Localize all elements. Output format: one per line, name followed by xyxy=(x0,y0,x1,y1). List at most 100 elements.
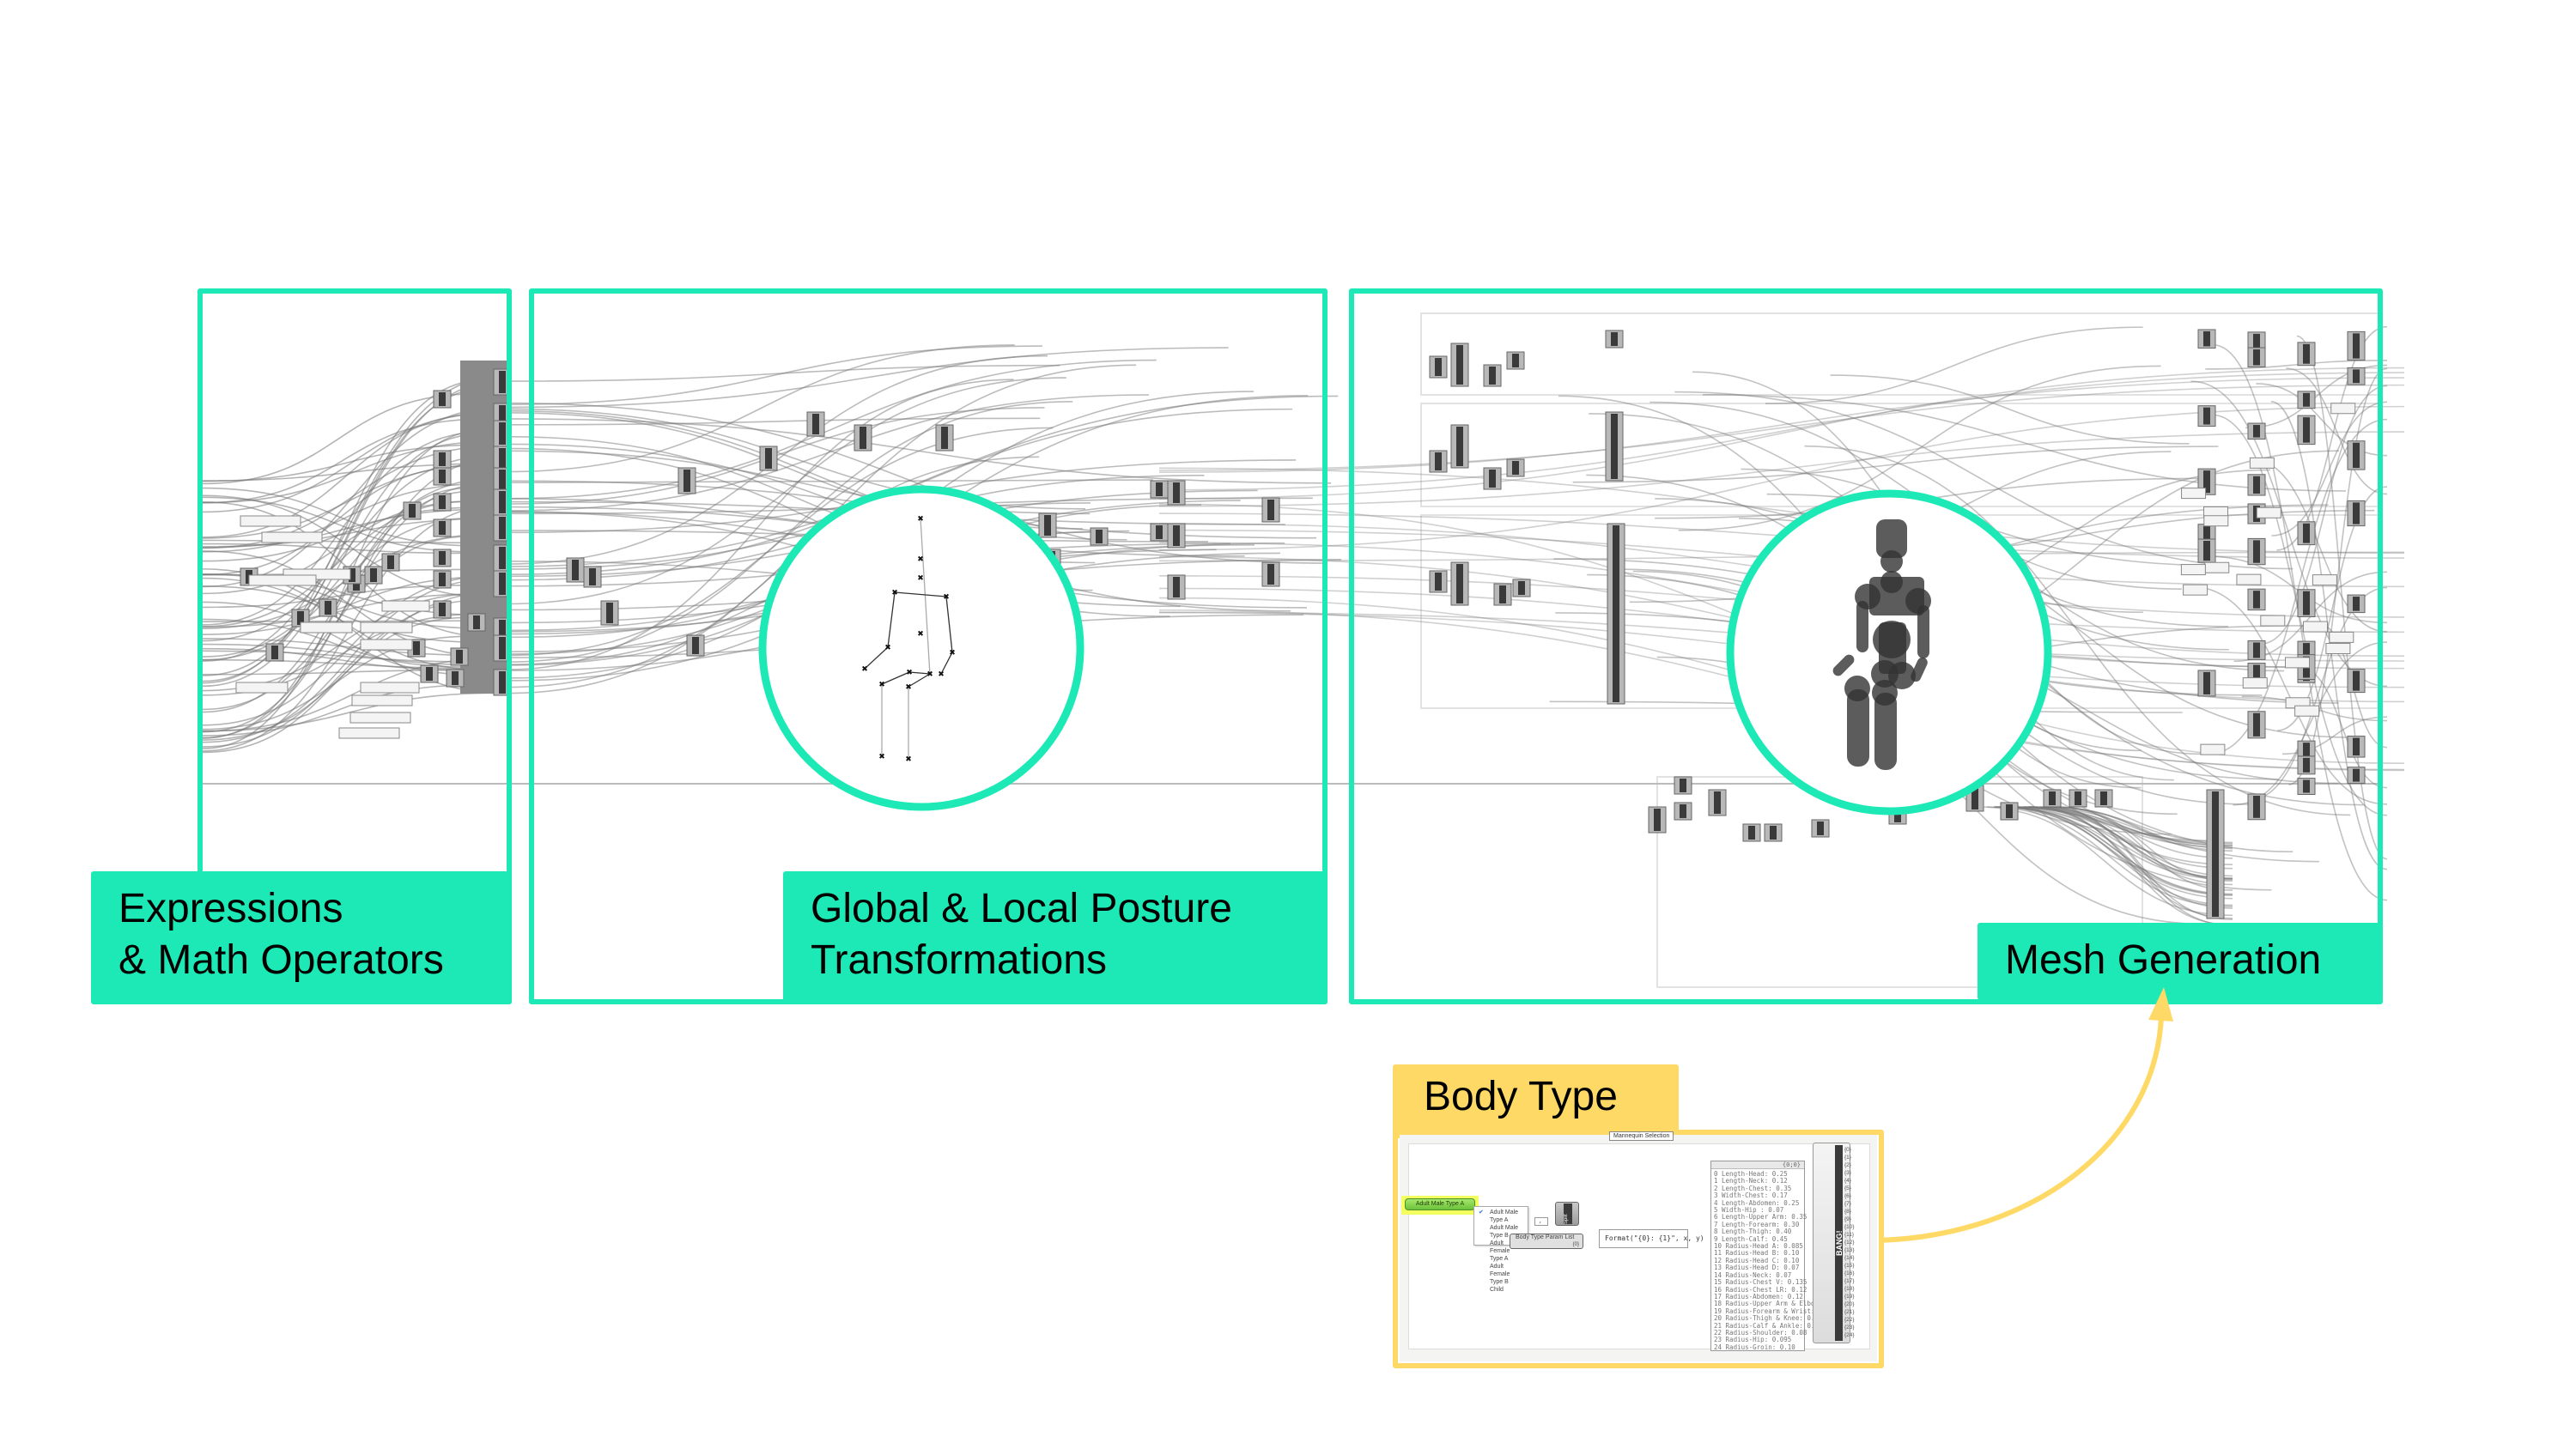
component-node-core xyxy=(2203,541,2210,561)
wire xyxy=(506,417,1041,426)
bone xyxy=(908,673,931,688)
panel-line: 2 Length-Chest: 0.35 xyxy=(1714,1184,1792,1192)
component-node-core xyxy=(692,637,699,654)
component-node-core xyxy=(683,470,690,492)
bang-output[interactable]: {23} xyxy=(1844,1325,1855,1331)
wire xyxy=(2210,418,2388,755)
mannequin-part xyxy=(1880,550,1903,573)
joint-marker-icon: ✖ xyxy=(949,648,956,657)
bang-output[interactable]: {14} xyxy=(1844,1255,1855,1261)
number-slider xyxy=(338,727,400,739)
wire xyxy=(2001,806,2233,896)
bang-component[interactable]: BANG! {0}{1}{2}{3}{4}{5}{6}{7}{8}{9}{10}… xyxy=(1813,1143,1855,1343)
panel-line: 23 Radius-Hip: 0.095 xyxy=(1714,1336,1792,1344)
bang-output[interactable]: {3} xyxy=(1844,1170,1851,1176)
bang-output[interactable]: {5} xyxy=(1844,1185,1851,1191)
bang-output[interactable]: {22} xyxy=(1844,1317,1855,1323)
value-list-option[interactable]: Adult Female Type B xyxy=(1490,1264,1510,1285)
component-node-core xyxy=(2353,333,2360,359)
wire xyxy=(2029,806,2233,886)
component-node-core xyxy=(456,650,463,664)
panel-line: 0 Length-Head: 0.25 xyxy=(1714,1170,1788,1178)
bone xyxy=(881,671,910,685)
wire xyxy=(202,650,495,664)
bang-output[interactable]: {12} xyxy=(1844,1240,1855,1246)
number-slider xyxy=(351,694,413,706)
panel-line: 24 Radius-Groin: 0.10 xyxy=(1714,1343,1795,1351)
bang-output[interactable]: {16} xyxy=(1844,1270,1855,1276)
skeleton-preview: ✖✖✖✖✖✖✖✖✖✖✖✖✖✖✖✖ xyxy=(758,485,1084,811)
posture-label-line1: Global & Local Posture xyxy=(811,886,1232,931)
joint-marker-icon: ✖ xyxy=(878,752,885,761)
wire xyxy=(202,440,507,504)
value-list-option[interactable]: Adult Male Type B xyxy=(1490,1225,1519,1239)
number-slider xyxy=(360,621,413,634)
wire xyxy=(1993,806,2233,896)
param-list-component[interactable]: Body Type Param List {0} xyxy=(1510,1234,1583,1249)
value-list-option[interactable]: Adult Female Type A xyxy=(1490,1240,1510,1262)
component-node-core xyxy=(2353,442,2360,469)
wire xyxy=(1804,445,2351,816)
wire xyxy=(2213,343,2388,901)
split-component[interactable]: Split xyxy=(1555,1202,1579,1226)
component-node-core xyxy=(2253,540,2260,563)
bang-output[interactable]: {17} xyxy=(1844,1278,1855,1284)
panel-line: 14 Radius-Neck: 0.07 xyxy=(1714,1270,1792,1279)
wire xyxy=(2011,806,2233,870)
bang-output[interactable]: {7} xyxy=(1844,1201,1851,1207)
body-type-value-list[interactable]: Adult Male Type A xyxy=(1405,1198,1475,1210)
component-node-core xyxy=(2353,369,2360,384)
bang-output[interactable]: {11} xyxy=(1844,1232,1855,1238)
wire xyxy=(1678,365,2161,531)
check-icon: ✔ xyxy=(1479,1210,1484,1216)
bang-output[interactable]: {21} xyxy=(1844,1309,1855,1315)
bang-output[interactable]: {0} xyxy=(1844,1147,1851,1153)
bang-output[interactable]: {15} xyxy=(1844,1263,1855,1269)
mannequin-part xyxy=(1876,519,1907,558)
value-list-selected: Adult Male Type A xyxy=(1415,1201,1465,1207)
bang-output[interactable]: {2} xyxy=(1844,1162,1851,1168)
wire xyxy=(202,433,483,688)
panel-line: 17 Radius-Abdomen: 0.12 xyxy=(1714,1292,1803,1300)
component-node-core xyxy=(1435,358,1442,376)
wire xyxy=(2046,806,2233,926)
joint-marker-icon: ✖ xyxy=(906,668,913,676)
bang-output[interactable]: {6} xyxy=(1844,1193,1851,1199)
wire xyxy=(2028,806,2233,859)
number-slider xyxy=(2236,573,2262,585)
separator-input[interactable]: , xyxy=(1534,1217,1548,1226)
value-list-menu[interactable]: ✔Adult Male Type A Adult Male Type B Adu… xyxy=(1473,1206,1528,1293)
wire xyxy=(1158,367,2405,500)
bang-output[interactable]: {18} xyxy=(1844,1286,1855,1292)
value-list-option[interactable]: Child xyxy=(1490,1287,1504,1293)
component-node-core xyxy=(2253,712,2260,737)
component-node-core xyxy=(1489,367,1496,385)
component-node-core xyxy=(2075,791,2081,805)
bang-output[interactable]: {9} xyxy=(1844,1216,1851,1222)
body-type-label: Body Type xyxy=(1393,1064,1679,1138)
bang-output[interactable]: {20} xyxy=(1844,1301,1855,1307)
bang-output[interactable]: {1} xyxy=(1844,1155,1851,1161)
bang-output[interactable]: {24} xyxy=(1844,1332,1855,1338)
bang-output[interactable]: {4} xyxy=(1844,1178,1851,1184)
component-node-core xyxy=(2353,670,2360,691)
value-list-option[interactable]: ✔Adult Male Type A xyxy=(1479,1210,1519,1223)
number-slider xyxy=(2329,631,2354,643)
component-node-core xyxy=(2303,643,2310,656)
wire xyxy=(202,684,472,737)
bang-output[interactable]: {8} xyxy=(1844,1209,1851,1215)
bang-output[interactable]: {19} xyxy=(1844,1294,1855,1300)
wire xyxy=(202,616,465,754)
component-node-core xyxy=(499,371,506,393)
component-node-core xyxy=(499,470,506,492)
format-component[interactable]: Format("{0}: {1}", x, y) xyxy=(1599,1229,1704,1248)
component-node-core xyxy=(439,573,446,586)
bang-output[interactable]: {13} xyxy=(1844,1247,1855,1253)
bang-output[interactable]: {10} xyxy=(1844,1224,1855,1230)
component-node-core xyxy=(1435,573,1442,591)
mannequin-selection-group-label: Mannequin Selection xyxy=(1609,1131,1674,1141)
mannequin-part xyxy=(1847,689,1869,767)
